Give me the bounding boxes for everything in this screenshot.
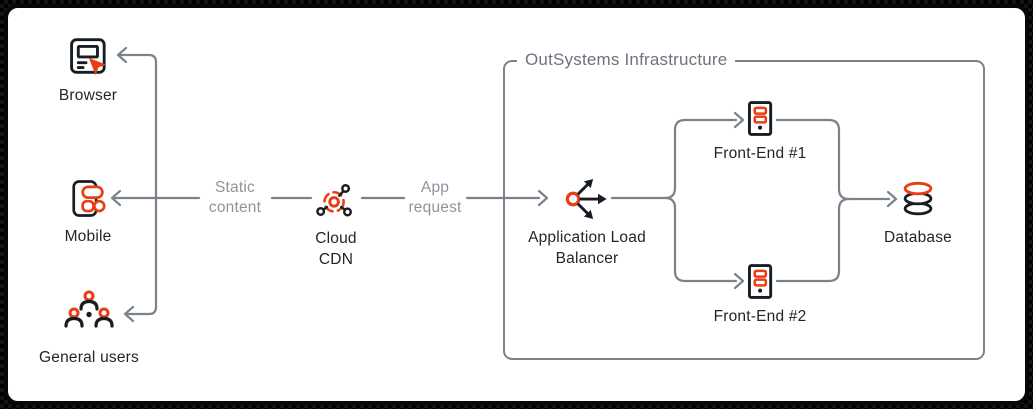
- node-browser: Browser: [59, 33, 117, 106]
- node-label: Application Load Balancer: [528, 229, 646, 267]
- outsystems-infrastructure-title: OutSystems Infrastructure: [517, 50, 736, 70]
- connector-fe2-to-db: [775, 197, 851, 283]
- edge-label-app-request: App request: [408, 179, 462, 216]
- node-label: Cloud CDN: [315, 230, 357, 268]
- node-general-users: General users: [39, 289, 139, 368]
- server-icon: [747, 264, 773, 299]
- node-label: Front-End #1: [713, 145, 807, 162]
- arrowhead-general-users: [123, 305, 135, 323]
- node-label: Database: [884, 229, 952, 246]
- node-database: Database: [884, 179, 952, 248]
- node-load-balancer: Application Load Balancer: [525, 177, 650, 269]
- screenshot-canvas: [4, 4, 1029, 405]
- node-front-end-1: Front-End #1: [714, 100, 807, 164]
- arrowhead-database: [886, 190, 898, 208]
- node-front-end-2: Front-End #2: [714, 263, 807, 327]
- arrowhead-browser: [116, 46, 128, 64]
- node-label: Front-End #2: [713, 308, 807, 325]
- user-group-icon: [64, 290, 114, 328]
- node-label: Mobile: [64, 228, 112, 245]
- node-cloud-cdn: Cloud CDN: [301, 176, 371, 270]
- arrowhead-fe2: [733, 272, 745, 290]
- server-icon: [747, 101, 773, 136]
- mobile-phone-icon: [72, 180, 106, 217]
- load-balancer-arrows-icon: [565, 179, 607, 219]
- network-hub-icon: [316, 183, 353, 217]
- node-mobile: Mobile: [65, 177, 112, 247]
- database-cylinder-icon: [903, 181, 933, 216]
- node-label: Browser: [58, 87, 118, 104]
- edge-label-static-content: Static content: [208, 179, 262, 216]
- connector-alb-to-fe2: [663, 196, 738, 283]
- connector-users-trunk: [117, 53, 158, 316]
- outsystems-infrastructure-box: [503, 60, 985, 360]
- arrowhead-fe1: [733, 111, 745, 129]
- browser-window-cursor-icon: [70, 38, 107, 76]
- arrowhead-mobile: [110, 189, 122, 207]
- arrowhead-alb: [537, 189, 549, 207]
- node-label: General users: [39, 349, 139, 366]
